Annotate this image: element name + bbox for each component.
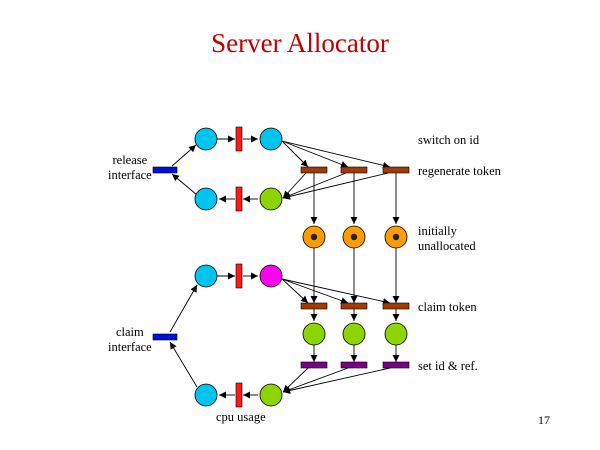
claim-transition-3 <box>382 302 410 310</box>
place-release-return <box>194 187 218 211</box>
transition-claim-pass <box>235 263 243 289</box>
set-id-transition-3 <box>382 361 410 369</box>
place-unallocated-2-token <box>350 233 358 241</box>
claim-interface-transition <box>152 333 178 341</box>
release-interface-transition <box>152 166 178 174</box>
initially-unallocated-label: initially unallocated <box>418 224 476 253</box>
arc-bottom-to-claim <box>169 341 198 388</box>
arc-request-to-claim-3 <box>281 278 391 305</box>
set-id-transition-1 <box>300 361 328 369</box>
arc-switch-in-3 <box>281 140 391 169</box>
place-unallocated-3-token <box>392 233 400 241</box>
arc-claim-to-upper <box>169 284 198 333</box>
place-unallocated-1-token <box>310 233 318 241</box>
switch-transition-1 <box>300 166 328 174</box>
claim-interface-label: claim interface <box>108 325 152 354</box>
claim-token-label: claim token <box>418 300 477 314</box>
place-claim-request <box>259 264 283 288</box>
arc-switch-in-1 <box>281 140 309 168</box>
release-interface-label: release interface <box>108 153 152 182</box>
switch-transition-3 <box>382 166 410 174</box>
claim-transition-1 <box>300 302 328 310</box>
set-id-transition-2 <box>340 361 368 369</box>
arc-set-to-done-2 <box>282 367 349 393</box>
regenerate-token-label: regenerate token <box>418 164 501 178</box>
switch-on-id-label: switch on id <box>418 133 480 147</box>
switch-transition-2 <box>340 166 368 174</box>
arc-set-to-done-1 <box>282 367 309 393</box>
page-number: 17 <box>538 413 550 427</box>
arc-switch-in-2 <box>281 140 349 168</box>
arc-regen-out-1 <box>282 172 307 199</box>
slide-title: Server Allocator <box>211 28 389 58</box>
place-allocated-3 <box>384 322 408 346</box>
arc-request-to-claim-1 <box>281 278 309 304</box>
arc-request-to-claim-2 <box>281 278 349 304</box>
set-id-ref-label: set id & ref. <box>418 359 478 373</box>
arc-set-to-done-3 <box>282 367 391 394</box>
transition-release-pass <box>235 126 243 152</box>
transition-release-return <box>235 186 243 212</box>
claim-transition-2 <box>340 302 368 310</box>
place-release-done <box>259 187 283 211</box>
place-claim-return <box>194 383 218 407</box>
place-claim-done <box>259 383 283 407</box>
place-allocated-1 <box>302 322 326 346</box>
arc-regen-out-3 <box>282 172 389 200</box>
arc-lower-to-release <box>171 173 198 196</box>
arc-release-to-upper <box>171 144 197 167</box>
cpu-usage-label: cpu usage <box>216 410 266 424</box>
place-allocated-2 <box>342 322 366 346</box>
place-release-in <box>194 127 218 151</box>
arc-regen-out-2 <box>282 172 347 199</box>
transition-claim-return <box>235 382 243 408</box>
place-release-out <box>259 127 283 151</box>
place-claim-in <box>194 264 218 288</box>
